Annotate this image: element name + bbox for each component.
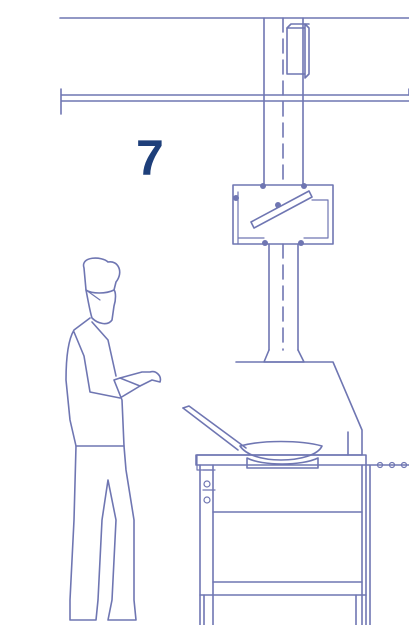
duct-damper [232, 183, 334, 246]
chef [65, 257, 162, 621]
lower-duct [263, 243, 305, 363]
cooking-range [195, 454, 409, 625]
ceiling-structure [59, 17, 409, 115]
step-number: 7 [136, 130, 164, 186]
vertical-duct [263, 17, 310, 186]
frying-pan [182, 405, 323, 469]
